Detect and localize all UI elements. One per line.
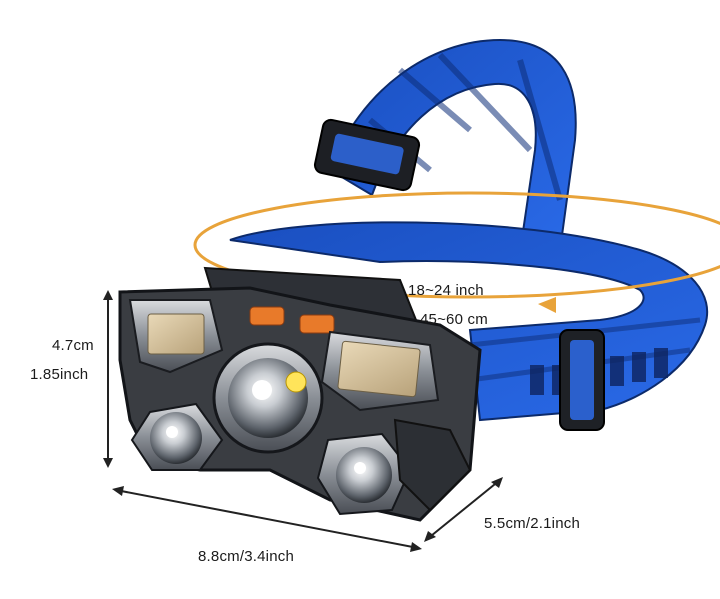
power-button-1 xyxy=(249,306,285,326)
depth-dimension-line xyxy=(425,479,501,541)
right-led-lens xyxy=(336,447,392,503)
height-inch-label: 1.85inch xyxy=(30,366,89,383)
left-led-lens xyxy=(150,412,202,464)
cob-led xyxy=(285,371,307,393)
circumference-cm-label: 45~60 cm xyxy=(420,311,488,328)
width-label: 8.8cm/3.4inch xyxy=(198,548,294,565)
arrow-left xyxy=(538,297,556,313)
width-dimension-line xyxy=(115,489,419,549)
depth-label: 5.5cm/2.1inch xyxy=(484,515,580,532)
height-cm-label: 4.7cm xyxy=(52,337,94,354)
circumference-ring xyxy=(193,191,720,299)
circumference-inch-label: 18~24 inch xyxy=(408,282,484,299)
power-button-2 xyxy=(299,314,335,334)
lamp-body xyxy=(118,266,482,522)
